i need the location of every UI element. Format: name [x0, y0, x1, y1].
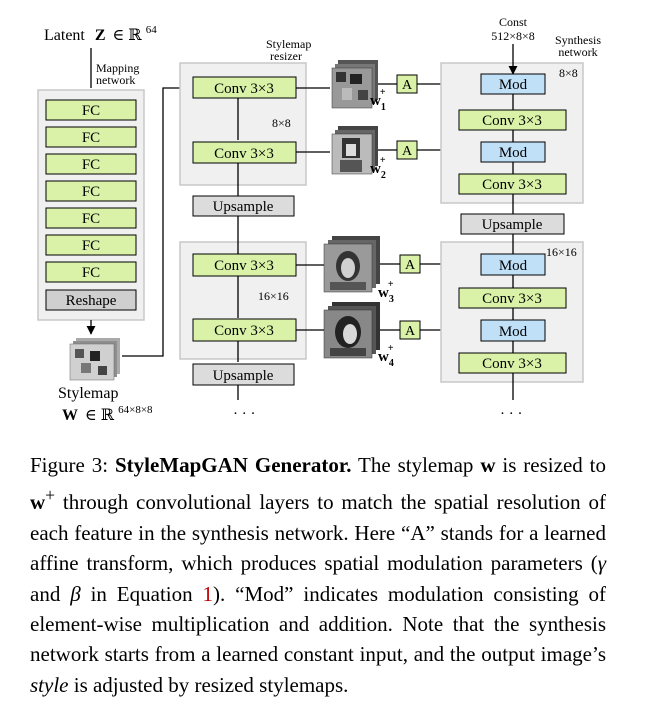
caption-text-4: and	[30, 581, 71, 606]
fc-label: FC	[82, 130, 100, 146]
reshape-label: Reshape	[66, 293, 117, 309]
const-label-1: Const	[499, 15, 528, 29]
mod-label: Mod	[499, 145, 528, 161]
conv-label: Conv 3×3	[482, 291, 542, 307]
stylemap-w3-icon	[323, 236, 380, 293]
synth-upsample	[460, 213, 565, 235]
synth-conv-1	[458, 109, 567, 131]
fc-label: FC	[82, 265, 100, 281]
caption-text-3: through convolutional layers to match th…	[30, 490, 606, 576]
equation-ref-link[interactable]: 1	[202, 581, 214, 606]
stylemap-var: W ∈ ℝ 64×8×8	[62, 404, 153, 424]
stylemap-cube-icon	[69, 338, 120, 381]
stylemap-w1-icon	[331, 60, 378, 109]
mod-box-4	[480, 319, 546, 342]
mapping-label-1: Mapping	[96, 61, 139, 75]
stylemap-w2-icon	[331, 126, 378, 175]
reshape-box	[45, 289, 137, 311]
fc-stack: FC FC FC FC FC FC FC Reshape	[45, 99, 137, 311]
resizer-ellipsis: · · ·	[233, 406, 256, 422]
conv-label: Conv 3×3	[214, 323, 274, 339]
synth-conv-2	[458, 173, 567, 195]
fc-label: FC	[82, 238, 100, 254]
synth-res-8x8-label: 8×8	[559, 66, 578, 80]
fc-label: FC	[82, 157, 100, 173]
affine-label: A	[405, 324, 416, 339]
res-16x16-label: 16×16	[258, 289, 289, 303]
caption-style: style	[30, 672, 69, 697]
upsample-label: Upsample	[213, 368, 274, 384]
stylemap-to-resizer-arrow	[122, 83, 193, 357]
w2-plus-label: w2+	[370, 155, 386, 181]
conv-label: Conv 3×3	[482, 113, 542, 129]
synthesis-label-2: network	[558, 45, 597, 59]
mapping-network-panel	[37, 89, 145, 321]
stylemap-w4-icon	[323, 302, 380, 359]
upsample-label: Upsample	[482, 217, 543, 233]
caption-text-2: is resized to	[495, 453, 607, 477]
synthesis-label-1: Synthesis	[555, 33, 601, 47]
affine-label: A	[402, 144, 413, 159]
fc-label: FC	[82, 103, 100, 119]
caption-beta: β	[70, 581, 81, 606]
resizer-label-1: Stylemap	[266, 37, 311, 51]
resizer-upsample-1	[192, 195, 295, 217]
resizer-upsample-2	[192, 363, 295, 386]
caption-gamma: γ	[597, 551, 606, 576]
synthesis-ellipsis: · · ·	[500, 406, 523, 422]
caption-w: w	[480, 453, 496, 477]
mod-box-1	[480, 73, 546, 95]
figure-caption: Figure 3: StyleMapGAN Generator. The sty…	[30, 450, 606, 700]
caption-sup: +	[45, 485, 56, 506]
fc-label: FC	[82, 184, 100, 200]
resizer-label-2: resizer	[270, 49, 302, 63]
caption-text-1: The stylemap	[351, 453, 481, 477]
caption-fig: Figure 3:	[30, 453, 109, 477]
mod-label: Mod	[499, 77, 528, 93]
caption-text-5: in Equation	[80, 581, 203, 606]
conv-label: Conv 3×3	[214, 146, 274, 162]
mod-label: Mod	[499, 258, 528, 274]
upsample-label: Upsample	[213, 199, 274, 215]
stylemap-label: Stylemap	[58, 385, 118, 402]
stylemapgan-diagram: Latent Z ∈ ℝ 64 Mapping network FC FC FC…	[37, 15, 601, 424]
mod-box-3	[480, 253, 546, 276]
affine-label: A	[405, 258, 416, 273]
affine-label: A	[402, 78, 413, 93]
w4-plus-label: w4+	[378, 343, 394, 369]
mod-box-2	[480, 141, 546, 163]
caption-wplus: w	[30, 490, 46, 515]
caption-title: StyleMapGAN Generator.	[114, 453, 352, 477]
conv-label: Conv 3×3	[482, 356, 542, 372]
mapping-label-2: network	[96, 73, 135, 87]
synth-conv-3	[458, 287, 567, 309]
caption-text-7: is adjusted by resized stylemaps.	[68, 672, 349, 697]
res-8x8-label: 8×8	[272, 116, 291, 130]
synth-conv-4	[458, 352, 567, 374]
w1-plus-label: w1+	[370, 87, 386, 113]
const-label-2: 512×8×8	[491, 29, 535, 43]
conv-label: Conv 3×3	[482, 177, 542, 193]
synth-res-16x16-label: 16×16	[546, 245, 577, 259]
latent-label: Latent Z ∈ ℝ 64	[44, 24, 157, 44]
conv-label: Conv 3×3	[214, 258, 274, 274]
w3-plus-label: w3+	[378, 279, 394, 305]
conv-label: Conv 3×3	[214, 81, 274, 97]
mod-label: Mod	[499, 324, 528, 340]
fc-label: FC	[82, 211, 100, 227]
caption-text-6: ). “Mod” indicates modulation consisting…	[30, 581, 606, 667]
